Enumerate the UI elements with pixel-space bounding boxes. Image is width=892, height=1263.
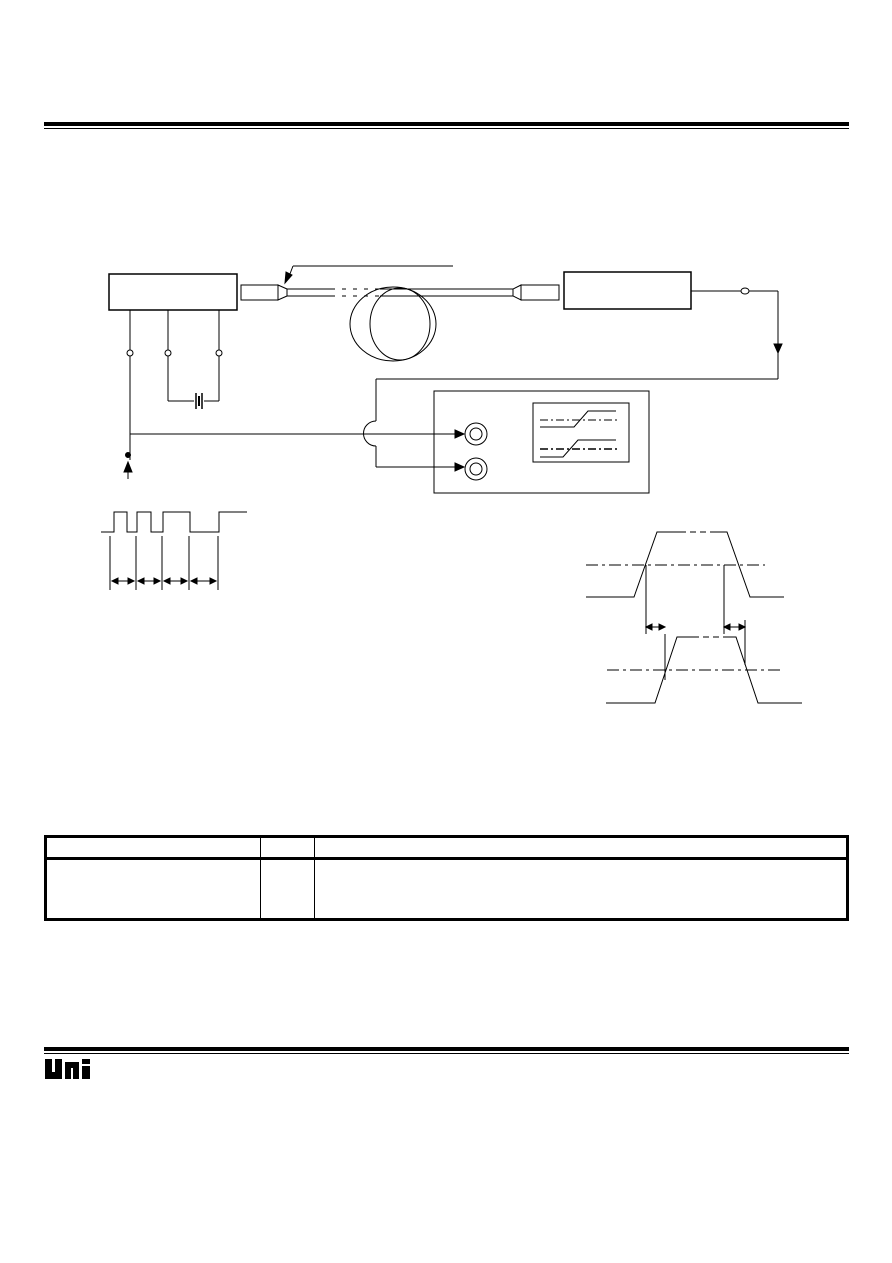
footer-rule-thin [44,1053,849,1054]
connector-right [520,284,560,301]
table-header-divider [47,857,846,860]
terminal-circle [126,349,134,357]
output-arrow-icon [773,343,783,355]
terminal-circle [164,349,172,357]
header-rule-thin [44,128,849,129]
footer-rule-thick [44,1047,849,1051]
connector-left [240,284,279,301]
fiber-coil [349,286,437,362]
fiber-coil [369,287,431,361]
table-column-divider [314,838,315,918]
switching-timing-diagram [586,531,802,704]
transmitter-block [108,273,238,311]
measurement-circuit-figure [101,265,802,704]
ch1-input-jack [464,422,488,446]
uni-logo [45,1059,90,1079]
header-rule-thick [44,122,849,126]
scope-screen [532,402,630,463]
receiver-block [563,271,692,310]
terminal-circle [215,349,223,357]
battery-icon [195,393,203,409]
table-column-divider [260,838,261,918]
terminal-circle [740,287,750,295]
input-arrow-icon [123,460,133,473]
ch2-arrow-icon [454,462,466,472]
leader-arrow-icon [284,271,293,285]
ch1-arrow-icon [454,429,466,439]
oscilloscope-block [433,390,650,494]
ch2-input-jack [464,457,488,481]
input-pulse-train [101,511,247,590]
characteristics-table [44,835,849,921]
